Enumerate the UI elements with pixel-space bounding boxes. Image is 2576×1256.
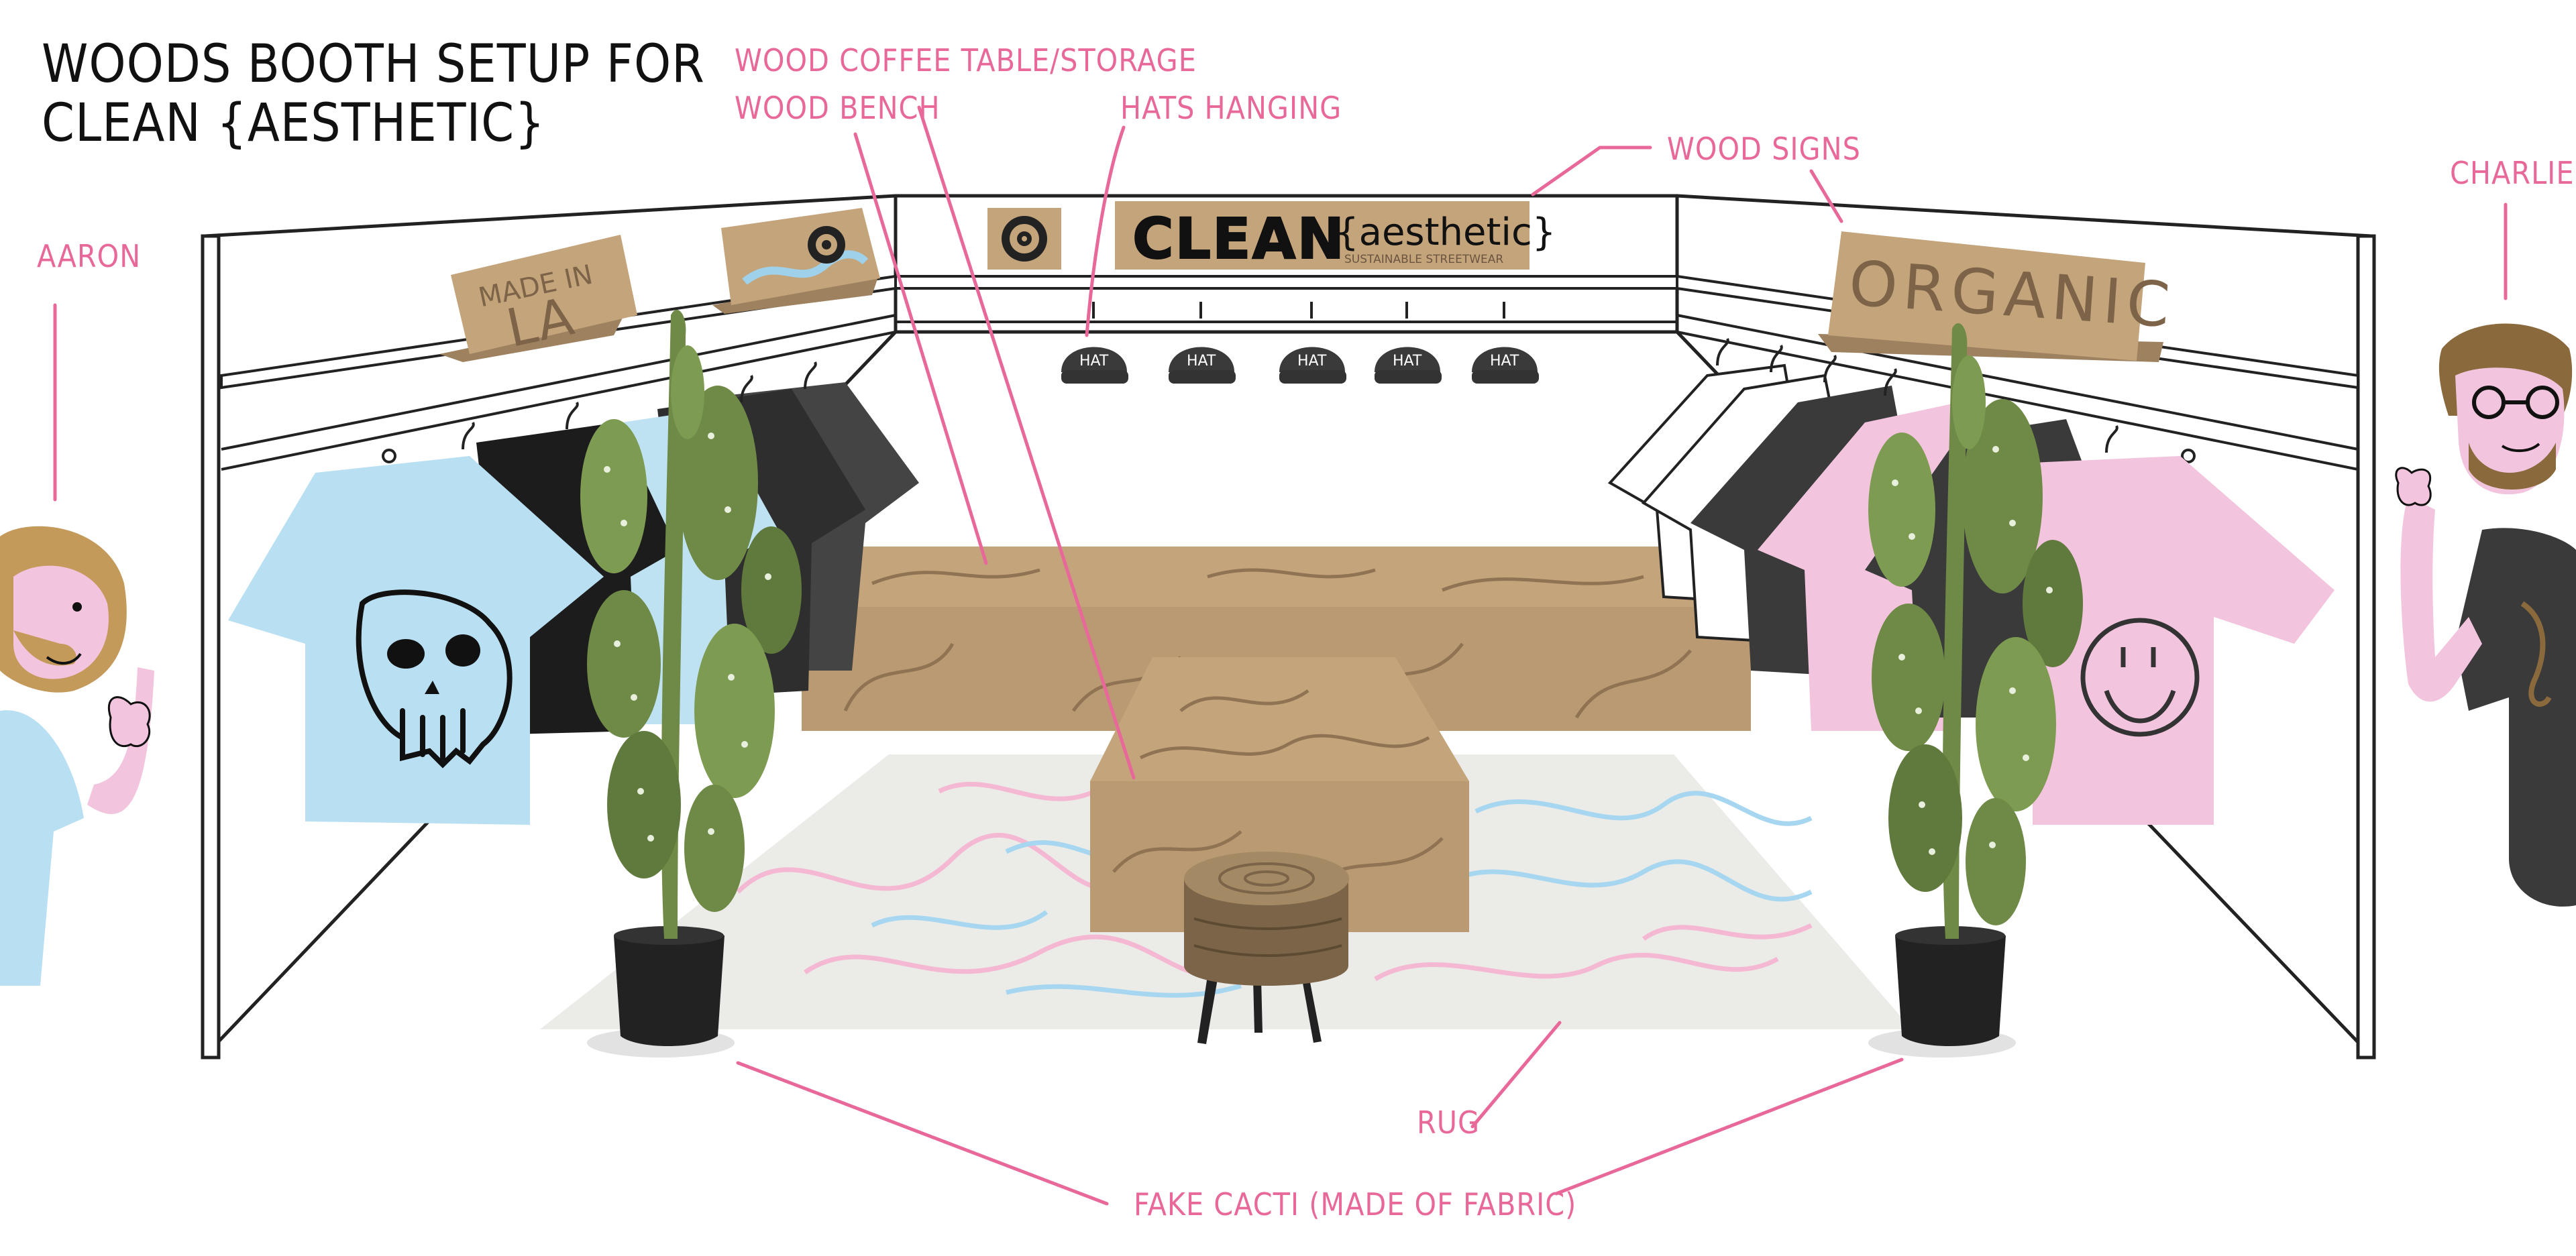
svg-text:CLEAN: CLEAN	[1132, 206, 1346, 272]
stool	[1184, 852, 1349, 1044]
hat-item: HAT	[1061, 302, 1128, 384]
sign-made-in-la: MADE IN LA	[439, 235, 637, 362]
label-bench: WOOD BENCH	[735, 90, 941, 126]
svg-text:{aesthetic}: {aesthetic}	[1335, 211, 1556, 254]
svg-text:HAT: HAT	[1490, 353, 1519, 369]
svg-text:LA: LA	[502, 286, 579, 359]
cactus-left	[580, 309, 802, 1058]
sign-organic: ORGANIC	[1818, 231, 2178, 362]
label-signs: WOOD SIGNS	[1667, 131, 1861, 167]
label-hats: HATS HANGING	[1120, 90, 1342, 126]
hat-item: HAT	[1279, 302, 1346, 384]
label-charlie: CHARLIE	[2450, 155, 2574, 191]
svg-text:HAT: HAT	[1079, 353, 1109, 369]
left-post	[201, 234, 221, 1060]
svg-text:HAT: HAT	[1187, 353, 1216, 369]
person-charlie	[2395, 323, 2576, 907]
hat-item: HAT	[1472, 302, 1539, 384]
sign-wave-logo	[712, 208, 880, 314]
person-aaron	[0, 526, 154, 986]
svg-text:HAT: HAT	[1393, 353, 1422, 369]
skull-icon	[356, 589, 513, 768]
svg-text:SUSTAINABLE STREETWEAR: SUSTAINABLE STREETWEAR	[1344, 253, 1503, 266]
smiley-icon	[2080, 618, 2200, 737]
label-rug: RUG	[1417, 1104, 1480, 1141]
cactus-right	[1868, 323, 2083, 1058]
title-line-1: WOODS BOOTH SETUP FOR	[42, 34, 705, 95]
sign-logo-small	[987, 208, 1061, 270]
sign-clean-aesthetic: CLEAN {aesthetic} SUSTAINABLE STREETWEAR	[1115, 201, 1556, 272]
shirt-blue-skull	[228, 456, 604, 825]
svg-text:HAT: HAT	[1297, 353, 1327, 369]
hat-item: HAT	[1375, 302, 1442, 384]
label-cacti: FAKE CACTI (MADE OF FABRIC)	[1134, 1186, 1576, 1222]
title-line-2: CLEAN {AESTHETIC}	[42, 93, 545, 154]
leader-lines	[53, 105, 2508, 1206]
right-post	[2356, 234, 2376, 1060]
label-coffee-table: WOOD COFFEE TABLE/STORAGE	[735, 42, 1197, 78]
hat-item: HAT	[1169, 302, 1236, 384]
label-aaron: AARON	[37, 238, 141, 274]
wave-icon	[742, 250, 869, 285]
hats-row: HAT HAT HAT HAT HAT	[1061, 302, 1539, 384]
